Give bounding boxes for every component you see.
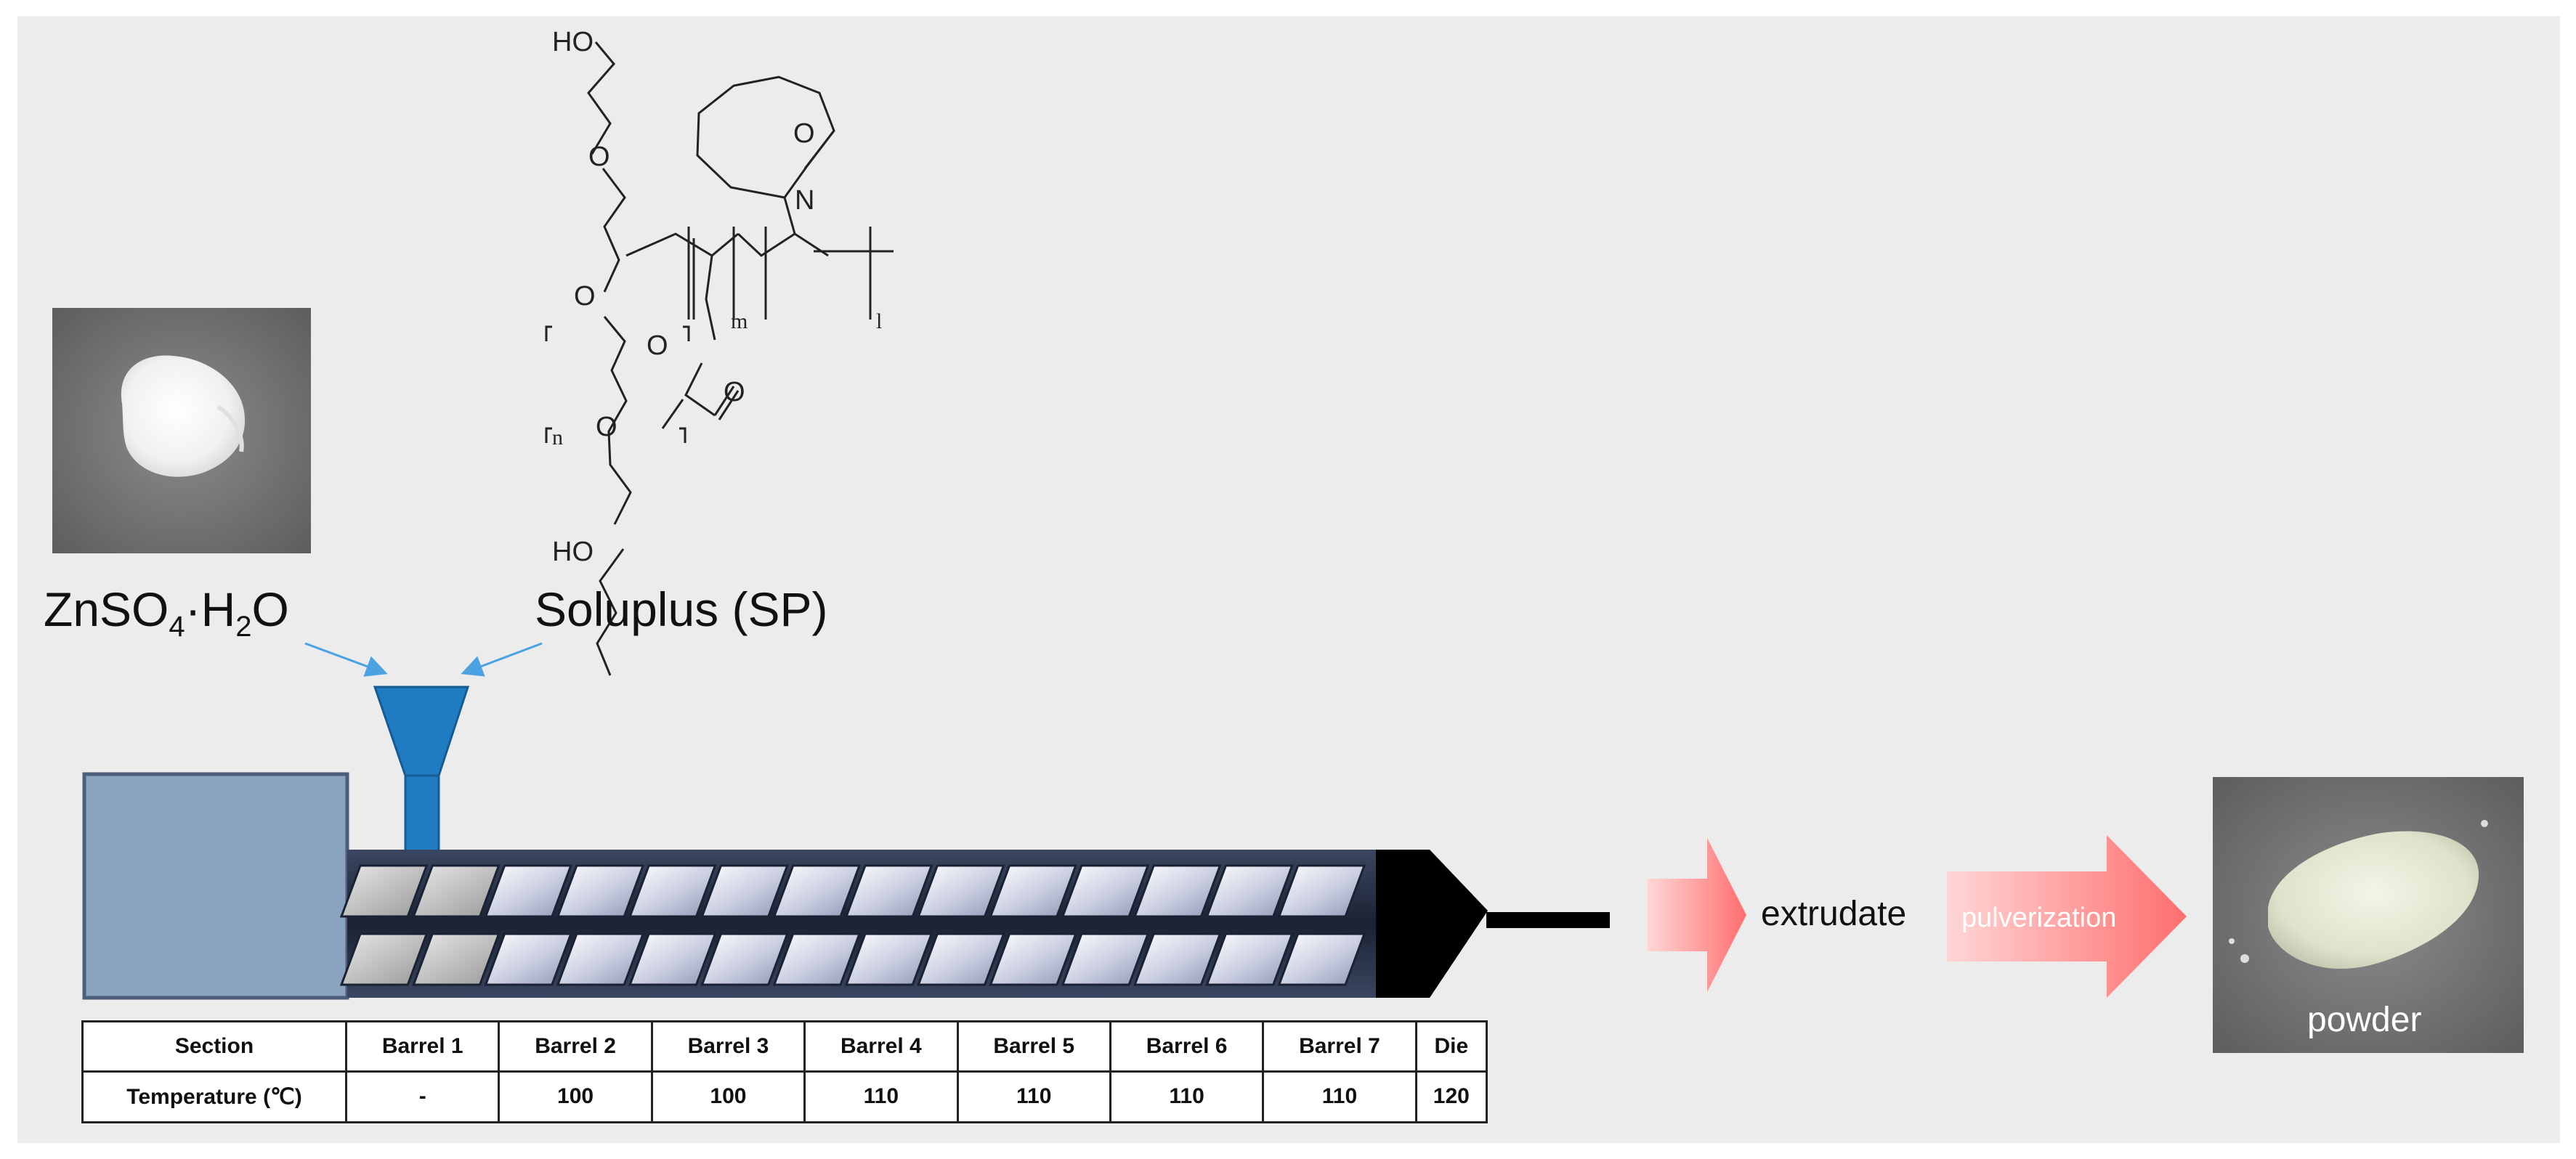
- lower-screw: [339, 932, 1366, 986]
- table-row-section: Section Barrel 1 Barrel 2 Barrel 3 Barre…: [81, 1020, 1489, 1073]
- o-label-1: O: [588, 142, 610, 172]
- table-cell: 100: [650, 1070, 806, 1124]
- o-label-3: O: [647, 330, 668, 361]
- screw-flight: [1205, 932, 1294, 986]
- screw-flight: [484, 864, 573, 918]
- table-cell: Barrel 7: [1262, 1020, 1417, 1073]
- screw-flight: [772, 864, 862, 918]
- table-row-temperature: Temperature (℃) - 100 100 110 110 110 11…: [81, 1070, 1489, 1124]
- arrow-to-extrudate: [1648, 838, 1746, 992]
- subscript-n: n: [552, 426, 563, 450]
- soluplus-label: Soluplus (SP): [535, 582, 828, 636]
- zinc-sulfate-label: ZnSO4·H2O: [44, 582, 289, 643]
- upper-screw: [339, 864, 1366, 918]
- table-cell: Barrel 3: [650, 1020, 806, 1073]
- table-cell: Barrel 4: [803, 1020, 959, 1073]
- polymer-feed-arrow: [461, 642, 543, 677]
- screw-flight: [844, 932, 933, 986]
- table-cell: 110: [1109, 1070, 1265, 1124]
- table-cell: Barrel 2: [498, 1020, 653, 1073]
- screw-flight: [484, 932, 573, 986]
- o-label-4: O: [724, 377, 745, 407]
- barrel-temperature-table: Section Barrel 1 Barrel 2 Barrel 3 Barre…: [81, 1020, 1489, 1124]
- powder-label: powder: [2307, 1001, 2421, 1039]
- screw-flight: [989, 932, 1078, 986]
- table-cell: 100: [498, 1070, 653, 1124]
- subscript-l: l: [876, 309, 882, 333]
- screw-flight: [917, 932, 1005, 986]
- zinc-sulfate-photo: [52, 308, 311, 553]
- screw-flight: [1061, 932, 1150, 986]
- table-cell: -: [344, 1070, 501, 1124]
- screw-flight: [700, 864, 789, 918]
- screw-flight: [628, 932, 717, 986]
- screw-flight: [339, 864, 429, 918]
- screw-flight: [412, 864, 501, 918]
- table-cell: Section: [81, 1020, 347, 1073]
- screw-flight: [556, 864, 645, 918]
- pulverization-label: pulverization: [1961, 903, 2116, 933]
- table-cell: Barrel 6: [1109, 1020, 1265, 1073]
- pulverization-arrow: [1947, 835, 2187, 998]
- screw-flight: [1277, 932, 1366, 986]
- screw-flight: [917, 864, 1005, 918]
- table-cell: 120: [1414, 1070, 1489, 1124]
- table-cell: 110: [956, 1070, 1111, 1124]
- table-cell: Barrel 1: [344, 1020, 501, 1073]
- screw-flight: [556, 932, 645, 986]
- screw-flight: [1061, 864, 1150, 918]
- screw-flight: [628, 864, 717, 918]
- ho-bottom-label: HO: [552, 537, 594, 567]
- screw-flight: [772, 932, 862, 986]
- zinc-feed-arrow: [304, 642, 388, 677]
- screw-flight: [1205, 864, 1294, 918]
- powder-photo: powder: [2213, 777, 2524, 1053]
- extrudate-label: extrudate: [1761, 895, 1906, 933]
- table-cell: Die: [1414, 1020, 1489, 1073]
- subscript-m: m: [731, 309, 748, 333]
- screw-flight: [1277, 864, 1366, 918]
- screw-flight: [700, 932, 789, 986]
- table-cell: 110: [803, 1070, 959, 1124]
- extrudate-strand: [1486, 912, 1610, 928]
- n-atom-label: N: [795, 185, 814, 216]
- die: [1376, 850, 1488, 998]
- extruder-barrel: [339, 850, 1376, 998]
- o-label-5: O: [596, 412, 617, 442]
- soluplus-structure: [545, 41, 894, 676]
- motor-block: [82, 772, 349, 1000]
- screw-flight: [1133, 864, 1222, 918]
- ho-top-label: HO: [552, 27, 594, 57]
- screw-flight: [412, 932, 501, 986]
- screw-flight: [1133, 932, 1222, 986]
- screw-flight: [989, 864, 1078, 918]
- hopper: [373, 686, 470, 857]
- screw-flight: [844, 864, 933, 918]
- o-label-2: O: [574, 281, 596, 312]
- table-cell: 110: [1262, 1070, 1417, 1124]
- table-cell: Barrel 5: [956, 1020, 1111, 1073]
- table-cell: Temperature (℃): [81, 1070, 347, 1124]
- o-label-6: O: [793, 118, 815, 149]
- structure-labels: HO O O O O O N O n m l HO: [552, 27, 882, 567]
- screw-flight: [339, 932, 429, 986]
